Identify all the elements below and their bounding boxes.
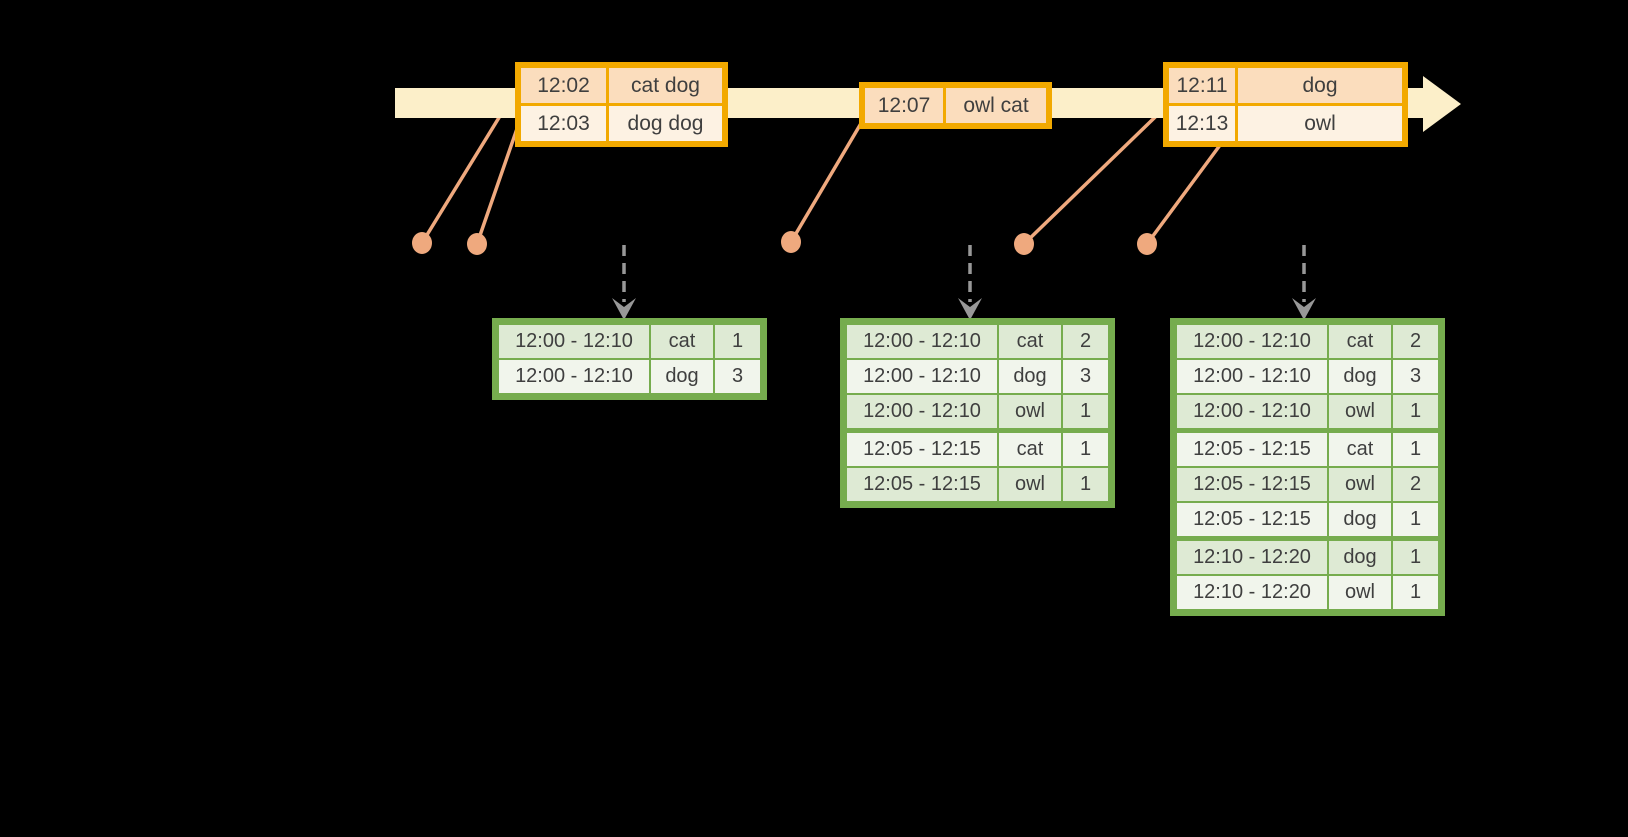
result-count-cell: 1 xyxy=(1061,466,1110,503)
result-window-cell: 12:05 - 12:15 xyxy=(845,466,999,503)
event-time-cell: 12:13 xyxy=(1166,103,1238,144)
result-word-cell: owl xyxy=(997,466,1063,503)
result-word-cell: owl xyxy=(1327,574,1393,611)
trigger-arrowhead-icon xyxy=(958,298,982,320)
result-window-cell: 12:00 - 12:10 xyxy=(845,358,999,395)
event-marker-dot xyxy=(1137,233,1157,255)
result-count-cell: 2 xyxy=(1391,466,1440,503)
result-window-cell: 12:00 - 12:10 xyxy=(1175,393,1329,432)
result-count-cell: 2 xyxy=(1391,323,1440,360)
event-marker-line xyxy=(789,119,865,243)
result-window-cell: 12:00 - 12:10 xyxy=(845,323,999,360)
event-marker-line xyxy=(1145,135,1228,246)
result-word-cell: cat xyxy=(1327,428,1393,468)
event-words-cell: dog xyxy=(1235,65,1405,106)
event-time-cell: 12:11 xyxy=(1166,65,1238,106)
result-count-cell: 1 xyxy=(1391,574,1440,611)
event-marker-line xyxy=(475,122,521,245)
trigger-arrowhead-icon xyxy=(1292,298,1316,320)
event-words-cell: cat dog xyxy=(606,65,725,106)
result-count-cell: 1 xyxy=(1391,428,1440,468)
result-count-cell: 3 xyxy=(1391,358,1440,395)
event-marker-dot xyxy=(1014,233,1034,255)
result-count-cell: 3 xyxy=(713,358,762,395)
result-window-cell: 12:05 - 12:15 xyxy=(845,428,999,468)
result-window-cell: 12:05 - 12:15 xyxy=(1175,466,1329,503)
event-marker-dot xyxy=(412,232,432,254)
result-window-cell: 12:00 - 12:10 xyxy=(497,358,651,395)
result-window-cell: 12:00 - 12:10 xyxy=(845,393,999,432)
event-time-cell: 12:02 xyxy=(518,65,609,106)
result-count-cell: 2 xyxy=(1061,323,1110,360)
result-word-cell: dog xyxy=(1327,536,1393,576)
result-count-cell: 1 xyxy=(1061,393,1110,432)
event-marker-line xyxy=(1022,91,1182,246)
event-marker-dot xyxy=(781,231,801,253)
result-word-cell: dog xyxy=(649,358,715,395)
result-word-cell: owl xyxy=(997,393,1063,432)
event-time-cell: 12:07 xyxy=(862,85,946,126)
result-word-cell: cat xyxy=(997,428,1063,468)
result-word-cell: owl xyxy=(1327,466,1393,503)
result-word-cell: owl xyxy=(1327,393,1393,432)
result-count-cell: 1 xyxy=(1061,428,1110,468)
result-count-cell: 1 xyxy=(1391,393,1440,432)
result-word-cell: dog xyxy=(1327,501,1393,540)
result-window-cell: 12:10 - 12:20 xyxy=(1175,536,1329,576)
result-window-cell: 12:00 - 12:10 xyxy=(1175,323,1329,360)
result-word-cell: dog xyxy=(997,358,1063,395)
timeline-arrowhead-icon xyxy=(1423,76,1461,132)
result-window-cell: 12:05 - 12:15 xyxy=(1175,428,1329,468)
result-window-cell: 12:05 - 12:15 xyxy=(1175,501,1329,540)
trigger-arrowhead-icon xyxy=(612,298,636,320)
result-count-cell: 1 xyxy=(1391,536,1440,576)
event-words-cell: owl cat xyxy=(943,85,1049,126)
result-word-cell: cat xyxy=(997,323,1063,360)
result-count-cell: 1 xyxy=(1391,501,1440,540)
result-window-cell: 12:10 - 12:20 xyxy=(1175,574,1329,611)
result-window-cell: 12:00 - 12:10 xyxy=(497,323,651,360)
event-time-cell: 12:03 xyxy=(518,103,609,144)
result-count-cell: 3 xyxy=(1061,358,1110,395)
result-word-cell: cat xyxy=(649,323,715,360)
result-count-cell: 1 xyxy=(713,323,762,360)
event-words-cell: owl xyxy=(1235,103,1405,144)
result-word-cell: cat xyxy=(1327,323,1393,360)
result-window-cell: 12:00 - 12:10 xyxy=(1175,358,1329,395)
event-words-cell: dog dog xyxy=(606,103,725,144)
event-marker-dot xyxy=(467,233,487,255)
result-word-cell: dog xyxy=(1327,358,1393,395)
